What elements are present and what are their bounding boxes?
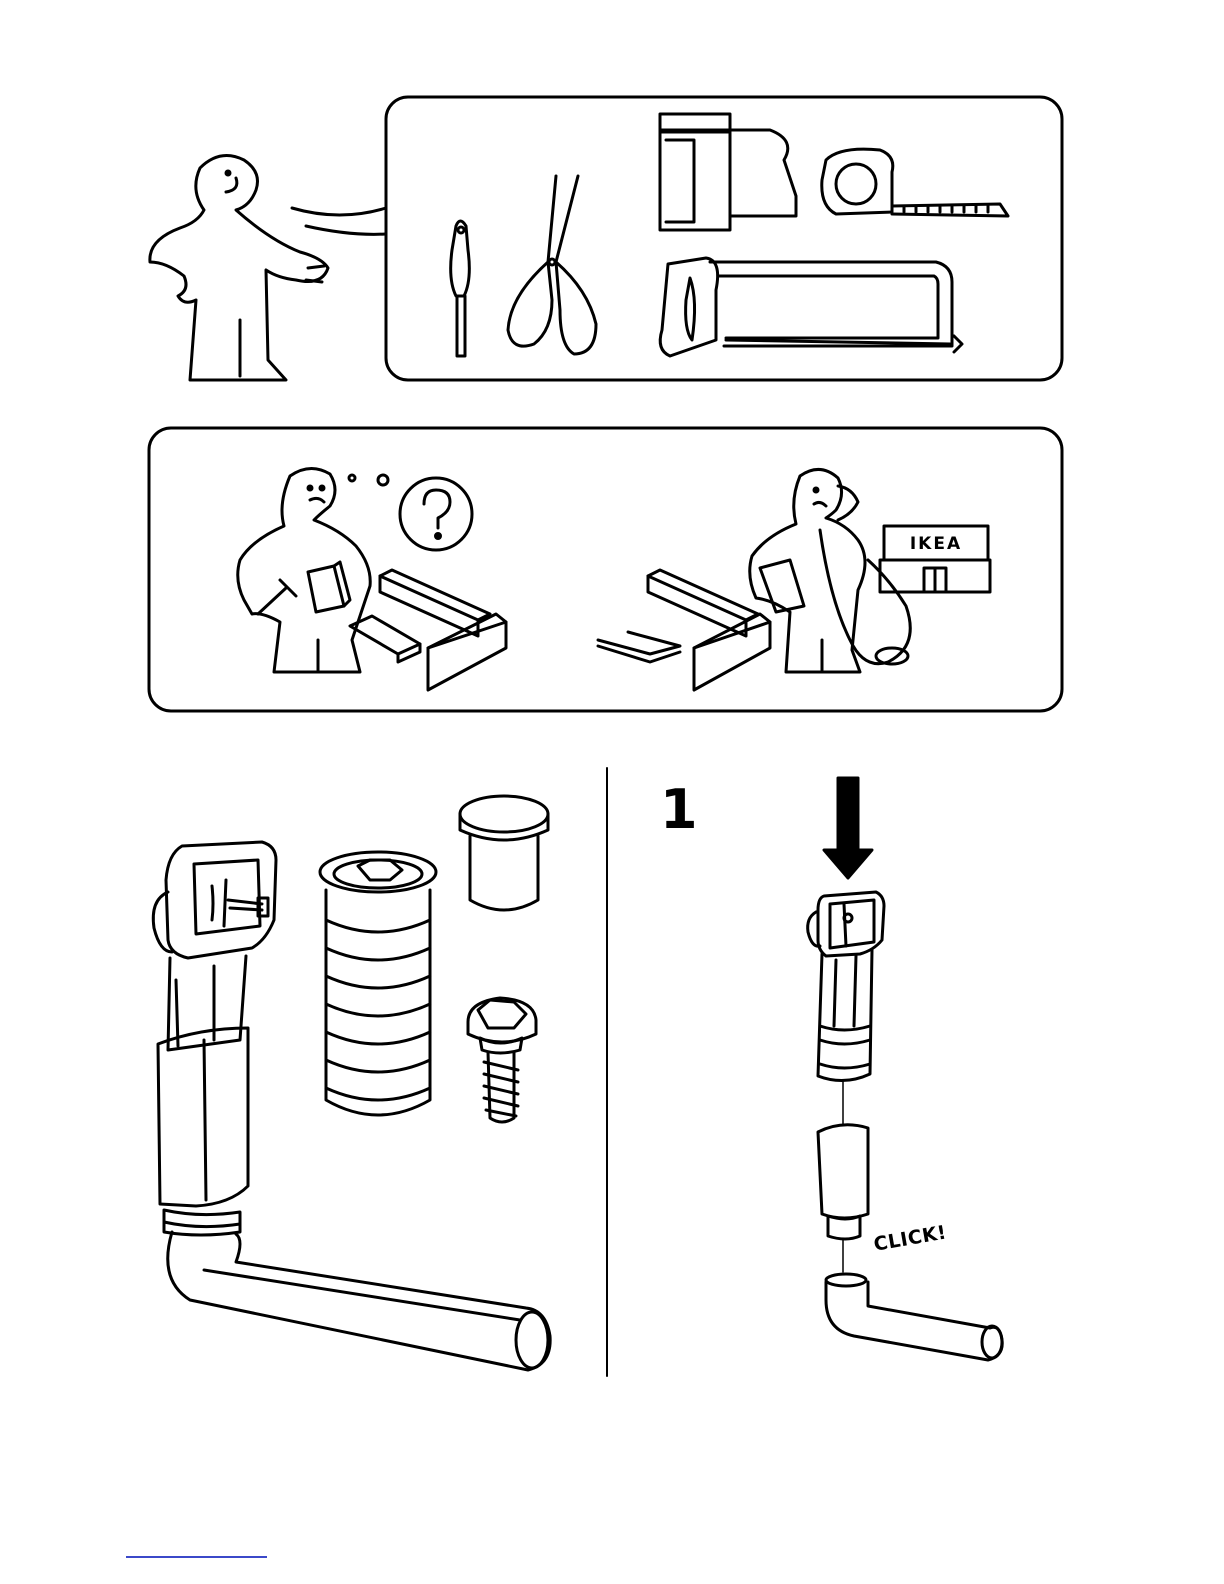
ikea-store-sign: IKEA: [884, 534, 988, 554]
step-number: 1: [660, 778, 698, 841]
tools-panel: [150, 97, 1062, 380]
hacksaw-icon: [660, 258, 962, 356]
sleeve-icon: [818, 1125, 868, 1239]
tools-panel-frame: [386, 97, 1062, 380]
advice-panel: [149, 428, 1062, 711]
footer-rule: [126, 1556, 267, 1558]
scissors-icon: [508, 176, 596, 354]
shelf-parts-right-icon: [598, 570, 770, 690]
arrow-down-icon: [824, 778, 872, 878]
step-1-illustration: [808, 778, 1003, 1360]
cap-icon: [460, 796, 548, 910]
threaded-insert-icon: [320, 852, 436, 1115]
bracket-assembly-icon: [808, 892, 884, 1081]
tape-icon: [660, 114, 796, 230]
parts-section: [153, 796, 550, 1370]
phoning-man-icon: [750, 469, 911, 672]
tape-measure-icon: [822, 149, 1008, 216]
shelf-parts-left-icon: [350, 570, 506, 690]
elbow-pipe-icon: [826, 1274, 1002, 1360]
bolt-icon: [468, 998, 536, 1122]
screwdriver-icon: [451, 221, 470, 356]
speech-connector: [292, 208, 386, 234]
confused-man-icon: [238, 468, 472, 672]
ikea-man-pointing-icon: [150, 156, 328, 381]
